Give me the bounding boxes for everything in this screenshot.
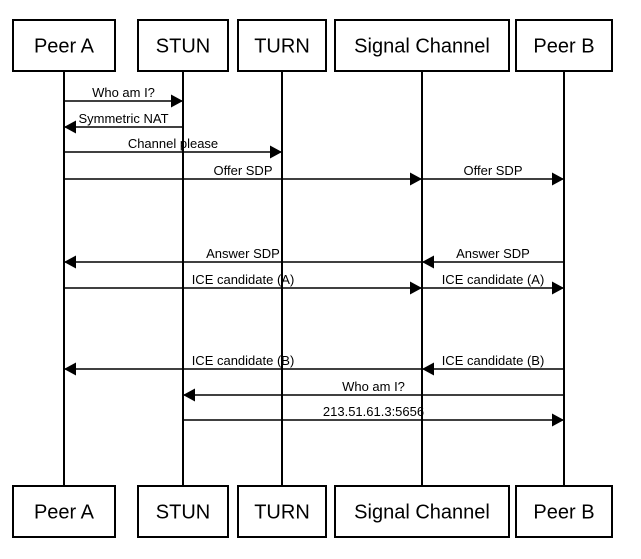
arrowhead-icon: [422, 255, 434, 269]
message-label: Offer SDP: [213, 163, 272, 178]
message-label: Answer SDP: [206, 246, 280, 261]
message-label: Symmetric NAT: [78, 111, 168, 126]
message-label: Who am I?: [92, 85, 155, 100]
actor-label-top-peer-a: Peer A: [34, 36, 95, 58]
message-label: ICE candidate (B): [442, 353, 545, 368]
arrowhead-icon: [552, 281, 564, 295]
actor-box-top-signal: [334, 19, 510, 72]
actor-label-bottom-peer-a: Peer A: [34, 502, 95, 524]
message-label: Answer SDP: [456, 246, 530, 261]
arrowhead-icon: [422, 362, 434, 376]
message-label: ICE candidate (A): [192, 272, 295, 287]
arrowhead-icon: [410, 172, 422, 186]
arrowhead-icon: [270, 145, 282, 159]
message-label: Who am I?: [342, 379, 405, 394]
actor-label-top-peer-b: Peer B: [533, 36, 594, 58]
actor-label-bottom-stun: STUN: [156, 502, 210, 524]
arrowhead-icon: [171, 94, 183, 108]
arrowhead-icon: [64, 120, 76, 134]
message-label: Offer SDP: [463, 163, 522, 178]
arrowhead-icon: [552, 413, 564, 427]
arrowhead-icon: [64, 255, 76, 269]
arrowhead-icon: [64, 362, 76, 376]
actor-box-bottom-turn: [237, 485, 327, 538]
arrowhead-icon: [410, 281, 422, 295]
actor-label-bottom-signal: Signal Channel: [354, 502, 490, 524]
actor-label-top-turn: TURN: [254, 36, 310, 58]
actor-label-top-signal: Signal Channel: [354, 36, 490, 58]
actor-label-bottom-peer-b: Peer B: [533, 502, 594, 524]
actor-box-bottom-peer-b: [515, 485, 613, 538]
actor-box-top-turn: [237, 19, 327, 72]
message-label: Channel please: [128, 136, 218, 151]
actor-box-bottom-stun: [137, 485, 229, 538]
actor-box-bottom-signal: [334, 485, 510, 538]
arrowhead-icon: [183, 388, 195, 402]
actor-box-top-stun: [137, 19, 229, 72]
message-label: 213.51.61.3:5656: [323, 404, 424, 419]
actor-label-bottom-turn: TURN: [254, 502, 310, 524]
message-label: ICE candidate (B): [192, 353, 295, 368]
message-label: ICE candidate (A): [442, 272, 545, 287]
arrowhead-icon: [552, 172, 564, 186]
actor-box-bottom-peer-a: [12, 485, 116, 538]
actor-box-top-peer-a: [12, 19, 116, 72]
actor-box-top-peer-b: [515, 19, 613, 72]
actor-label-top-stun: STUN: [156, 36, 210, 58]
